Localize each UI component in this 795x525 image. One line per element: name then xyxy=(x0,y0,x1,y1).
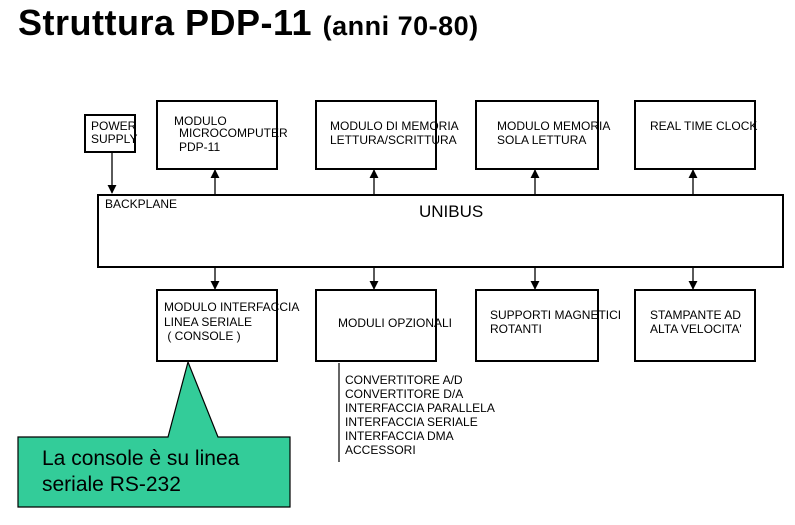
rw-memory-box xyxy=(315,100,437,170)
callout-bubble xyxy=(17,360,291,508)
printer-box xyxy=(634,289,756,362)
rw-memory-line-1: MODULO DI MEMORIA xyxy=(330,119,459,133)
unibus-label: UNIBUS xyxy=(419,202,484,221)
clock-box xyxy=(634,100,756,170)
title-main: Struttura PDP-11 xyxy=(18,2,313,43)
optional-modules-box xyxy=(315,289,437,362)
optional-list-item: ACCESSORI xyxy=(345,443,416,457)
power-supply-line-1: POWER xyxy=(91,119,137,133)
micro-line-1: MODULO xyxy=(174,114,227,128)
magnetic-box xyxy=(475,289,599,362)
optional-list-item: INTERFACCIA PARALLELA xyxy=(345,401,495,415)
serial-line-1: MODULO INTERFACCIA xyxy=(164,300,300,314)
ro-memory-line-2: SOLA LETTURA xyxy=(497,133,587,147)
serial-line-3: ( CONSOLE ) xyxy=(164,329,241,343)
power-supply-line-2: SUPPLY xyxy=(91,132,138,146)
power-supply-box xyxy=(84,114,136,153)
callout-line-1: La console è su linea xyxy=(42,447,240,470)
micro-module-box xyxy=(156,100,278,170)
slide-title: Struttura PDP-11 (anni 70-80) xyxy=(18,2,479,44)
magnetic-line-2: ROTANTI xyxy=(490,322,542,336)
printer-line-2: ALTA VELOCITA' xyxy=(650,322,742,336)
optional-list-item: CONVERTITORE D/A xyxy=(345,387,464,401)
optional-line-1: MODULI OPZIONALI xyxy=(338,316,453,330)
optional-list-item: CONVERTITORE A/D xyxy=(345,373,463,387)
callout-line-2: seriale RS-232 xyxy=(42,473,181,496)
magnetic-line-1: SUPPORTI MAGNETICI xyxy=(490,308,622,322)
serial-interface-box xyxy=(156,289,278,362)
backplane-label: BACKPLANE xyxy=(105,197,178,211)
optional-list-item: INTERFACCIA DMA xyxy=(345,429,454,443)
rw-memory-line-2: LETTURA/SCRITTURA xyxy=(330,133,457,147)
title-subtitle: (anni 70-80) xyxy=(322,11,479,41)
printer-line-1: STAMPANTE AD xyxy=(650,308,741,322)
ro-memory-line-1: MODULO MEMORIA xyxy=(497,119,611,133)
ro-memory-box xyxy=(475,100,599,170)
backplane-box xyxy=(97,194,784,268)
micro-line-3: PDP-11 xyxy=(179,140,221,154)
micro-line-2: MICROCOMPUTER xyxy=(179,126,288,140)
serial-line-2: LINEA SERIALE xyxy=(164,315,253,329)
clock-line-1: REAL TIME CLOCK xyxy=(650,119,758,133)
optional-list-item: INTERFACCIA SERIALE xyxy=(345,415,478,429)
